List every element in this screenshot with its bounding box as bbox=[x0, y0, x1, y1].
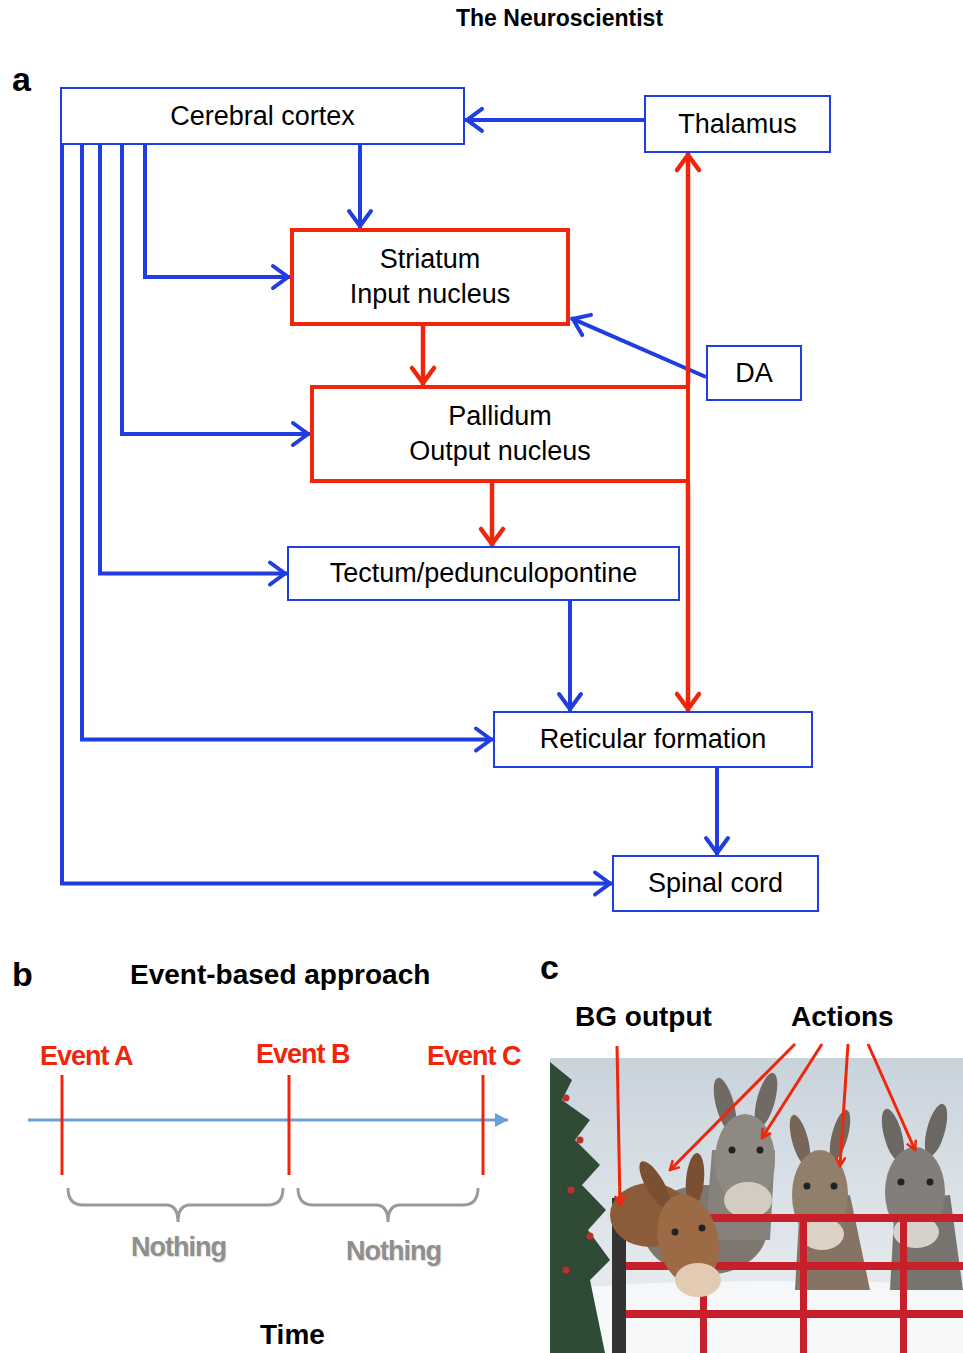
connector-line bbox=[145, 145, 290, 277]
interval-brace bbox=[68, 1188, 478, 1222]
arrowhead bbox=[481, 529, 503, 544]
panel-title: Event-based approach bbox=[130, 959, 430, 991]
connector-line bbox=[686, 483, 691, 711]
connector bbox=[145, 145, 290, 288]
connector-line bbox=[465, 118, 644, 122]
leader-arrow bbox=[617, 1044, 915, 1205]
arrowhead bbox=[273, 266, 288, 288]
arrowhead bbox=[573, 315, 591, 335]
connector bbox=[465, 109, 644, 131]
callout-label: Actions bbox=[791, 1001, 894, 1033]
connector bbox=[62, 145, 612, 895]
arrowhead bbox=[559, 694, 581, 709]
region-box: Thalamus bbox=[644, 95, 831, 153]
region-box: Reticular formation bbox=[493, 711, 813, 768]
connector-line bbox=[358, 145, 362, 228]
node-label: Reticular formation bbox=[540, 722, 767, 757]
node-label: Spinal cord bbox=[648, 866, 783, 901]
node-label: Output nucleus bbox=[409, 434, 591, 469]
node-label: Pallidum bbox=[448, 399, 552, 434]
region-box: Tectum/pedunculopontine bbox=[287, 546, 680, 601]
connector bbox=[122, 145, 310, 445]
interval-label: Nothing bbox=[346, 1236, 441, 1267]
event-label: Event A bbox=[40, 1041, 133, 1072]
connector bbox=[677, 483, 699, 711]
nucleus-box: PallidumOutput nucleus bbox=[310, 385, 690, 483]
timeline bbox=[28, 1075, 508, 1175]
node-label: Input nucleus bbox=[350, 277, 511, 312]
nucleus-box: StriatumInput nucleus bbox=[290, 228, 570, 326]
connector bbox=[706, 768, 728, 855]
journal-header: The Neuroscientist bbox=[456, 5, 663, 31]
node-label: Cerebral cortex bbox=[170, 99, 355, 134]
callout-label: BG output bbox=[575, 1001, 712, 1033]
arrowhead bbox=[595, 873, 610, 895]
connector bbox=[481, 483, 503, 546]
node-label: Thalamus bbox=[678, 107, 797, 142]
connector bbox=[677, 153, 699, 385]
panel-letter: c bbox=[540, 948, 559, 987]
connector-line bbox=[686, 153, 691, 385]
arrowhead bbox=[706, 838, 728, 853]
node-label: Tectum/pedunculopontine bbox=[330, 556, 638, 591]
connector bbox=[412, 326, 434, 385]
donkey-illustration bbox=[550, 1058, 963, 1353]
connector-line bbox=[62, 145, 612, 884]
event-label: Event C bbox=[427, 1041, 521, 1072]
region-box: Cerebral cortex bbox=[60, 87, 465, 145]
panel-letter: a bbox=[12, 60, 31, 99]
connector bbox=[559, 601, 581, 711]
arrowhead bbox=[349, 211, 371, 226]
connector bbox=[100, 145, 287, 585]
connector-line bbox=[568, 601, 572, 711]
node-label: Striatum bbox=[380, 242, 481, 277]
arrowhead bbox=[476, 729, 491, 751]
connector-line bbox=[122, 145, 310, 434]
arrowhead bbox=[677, 694, 699, 709]
arrowhead bbox=[293, 423, 308, 445]
connector-line bbox=[421, 326, 426, 385]
node-label: DA bbox=[735, 356, 773, 391]
connector-line bbox=[490, 483, 495, 546]
region-box: Spinal cord bbox=[612, 855, 819, 912]
event-label: Event B bbox=[256, 1039, 350, 1070]
panel-letter: b bbox=[12, 955, 33, 994]
region-box: DA bbox=[706, 345, 802, 401]
interval-label: Nothing bbox=[131, 1232, 226, 1263]
arrowhead bbox=[270, 563, 285, 585]
connector-line bbox=[100, 145, 287, 574]
arrowhead bbox=[677, 155, 699, 170]
arrowhead bbox=[412, 368, 434, 383]
connector-line bbox=[715, 768, 719, 855]
connector bbox=[349, 145, 371, 228]
axis-label: Time bbox=[260, 1319, 325, 1351]
arrowhead bbox=[467, 109, 482, 131]
